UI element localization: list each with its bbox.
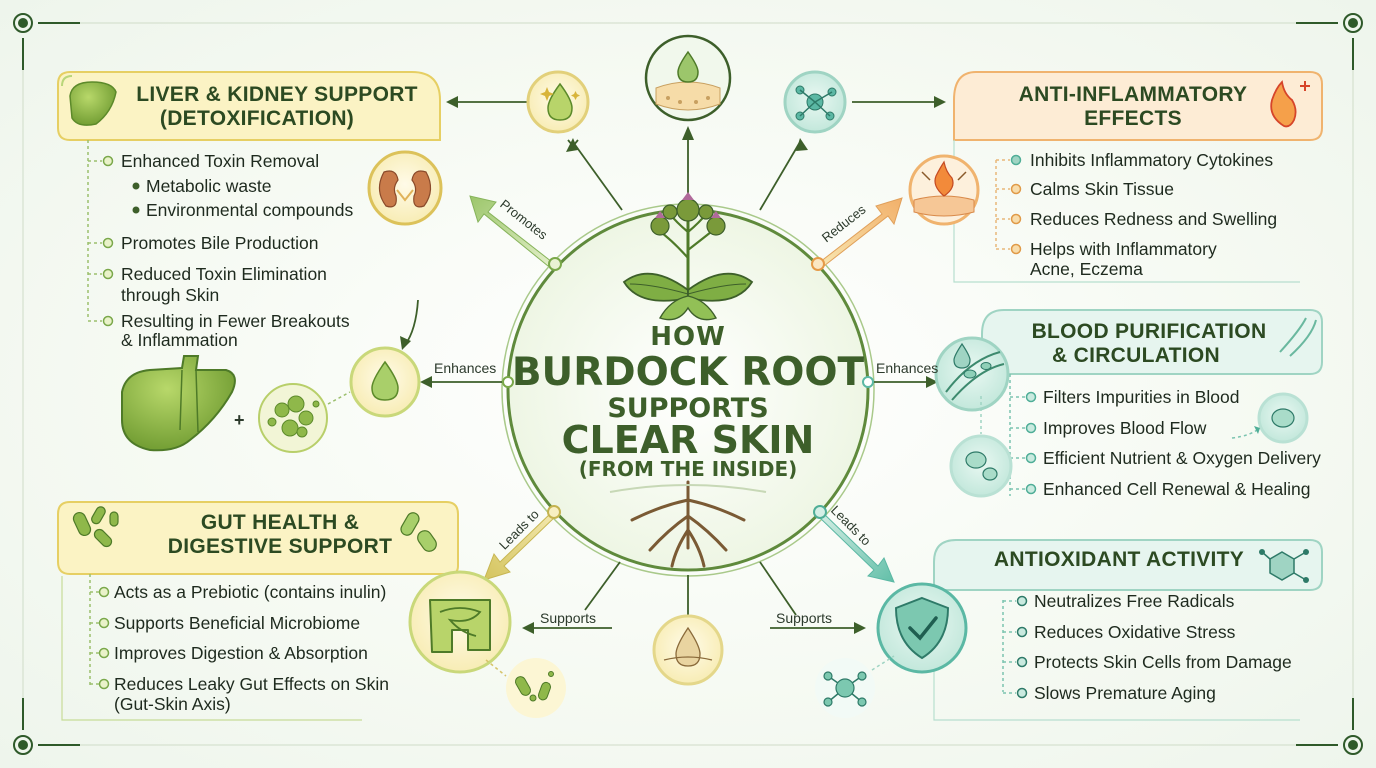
- title-burdock-root: BURDOCK ROOT: [511, 350, 865, 395]
- blood-item: Efficient Nutrient & Oxygen Delivery: [1043, 448, 1321, 468]
- gut-item: Improves Digestion & Absorption: [114, 643, 368, 663]
- liver-title-2: (DETOXIFICATION): [159, 107, 355, 130]
- liver-item: Reduced Toxin Elimination: [121, 264, 327, 284]
- inflammatory-panel: [908, 71, 1323, 283]
- antioxidant-item: Protects Skin Cells from Damage: [1034, 652, 1292, 672]
- corner-ornaments: [13, 13, 1363, 755]
- liver-item: Enhanced Toxin Removal: [121, 151, 320, 171]
- bacteria-right-icon: [400, 512, 437, 552]
- arrow-label-enhances-left: Enhances: [434, 360, 497, 376]
- liver-item: Resulting in Fewer Breakouts: [121, 311, 350, 331]
- toxin-cluster-icon: [258, 383, 328, 453]
- blood-item: Improves Blood Flow: [1043, 418, 1207, 438]
- leads-left-arrow: [483, 505, 561, 581]
- burdock-root-icon: [630, 480, 746, 568]
- liver-title-1: LIVER & KIDNEY SUPPORT: [136, 83, 418, 106]
- leads-right-arrow: [813, 505, 895, 583]
- gut-item: Supports Beneficial Microbiome: [114, 613, 361, 633]
- reduces-arrow: [811, 197, 903, 271]
- gut-title-2: DIGESTIVE SUPPORT: [167, 535, 393, 558]
- arrow-label-supports-right: Supports: [776, 610, 833, 626]
- gut-item: Acts as a Prebiotic (contains inulin): [114, 582, 387, 602]
- gut-item: Reduces Leaky Gut Effects on Skin: [114, 674, 389, 694]
- blood-item: Enhanced Cell Renewal & Healing: [1043, 479, 1311, 499]
- gut-title-1: GUT HEALTH &: [200, 511, 360, 534]
- inflammatory-item: Acne, Eczema: [1030, 259, 1143, 279]
- liver-panel: [57, 71, 443, 327]
- inflammatory-title-2: EFFECTS: [1084, 107, 1182, 130]
- inflammatory-item: Helps with Inflammatory: [1030, 239, 1217, 259]
- flame-icon: [1270, 80, 1297, 128]
- burdock-plant-icon: [622, 192, 754, 321]
- liver-item: & Inflammation: [121, 330, 238, 350]
- title-subtitle: (FROM THE INSIDE): [578, 457, 798, 481]
- antioxidant-title: ANTIOXIDANT ACTIVITY: [993, 548, 1245, 571]
- antioxidant-item: Neutralizes Free Radicals: [1034, 591, 1235, 611]
- inflammatory-title-1: ANTI-INFLAMMATORY: [1018, 83, 1248, 106]
- blood-title-2: & CIRCULATION: [1052, 344, 1220, 367]
- inflammatory-item: Inhibits Inflammatory Cytokines: [1030, 150, 1274, 170]
- blood-item: Filters Impurities in Blood: [1043, 387, 1240, 407]
- arrow-label-enhances-right: Enhances: [876, 360, 939, 376]
- liver-icon: [121, 355, 236, 452]
- vessel-icon: [1279, 317, 1317, 357]
- antioxidant-panel: [815, 539, 1323, 721]
- title-supports: SUPPORTS: [607, 393, 769, 424]
- blood-title-1: BLOOD PURIFICATION: [1031, 320, 1267, 343]
- gut-panel: [57, 501, 566, 721]
- liver-subitem: Environmental compounds: [146, 200, 354, 220]
- liver-mini-icon: [69, 81, 117, 126]
- title-clear-skin: CLEAR SKIN: [561, 418, 815, 462]
- promotes-arrow: [469, 195, 562, 271]
- arrow-label-supports-left: Supports: [540, 610, 597, 626]
- antioxidant-item: Slows Premature Aging: [1034, 683, 1216, 703]
- bacteria-icon: [72, 506, 119, 548]
- frame-lines: [22, 22, 1354, 746]
- antioxidant-item: Reduces Oxidative Stress: [1034, 622, 1236, 642]
- liver-item: Promotes Bile Production: [121, 233, 319, 253]
- blood-panel: [934, 309, 1323, 498]
- liver-item: through Skin: [121, 285, 220, 305]
- title-how: HOW: [650, 322, 726, 352]
- plus-sign: +: [234, 410, 245, 430]
- gut-item: (Gut-Skin Axis): [114, 694, 231, 714]
- inflammatory-item: Reduces Redness and Swelling: [1030, 209, 1278, 229]
- liver-subitem: Metabolic waste: [146, 176, 272, 196]
- inflammatory-item: Calms Skin Tissue: [1030, 179, 1174, 199]
- molecule-icon: [1259, 549, 1309, 583]
- gut-bacteria-icon: [506, 658, 566, 718]
